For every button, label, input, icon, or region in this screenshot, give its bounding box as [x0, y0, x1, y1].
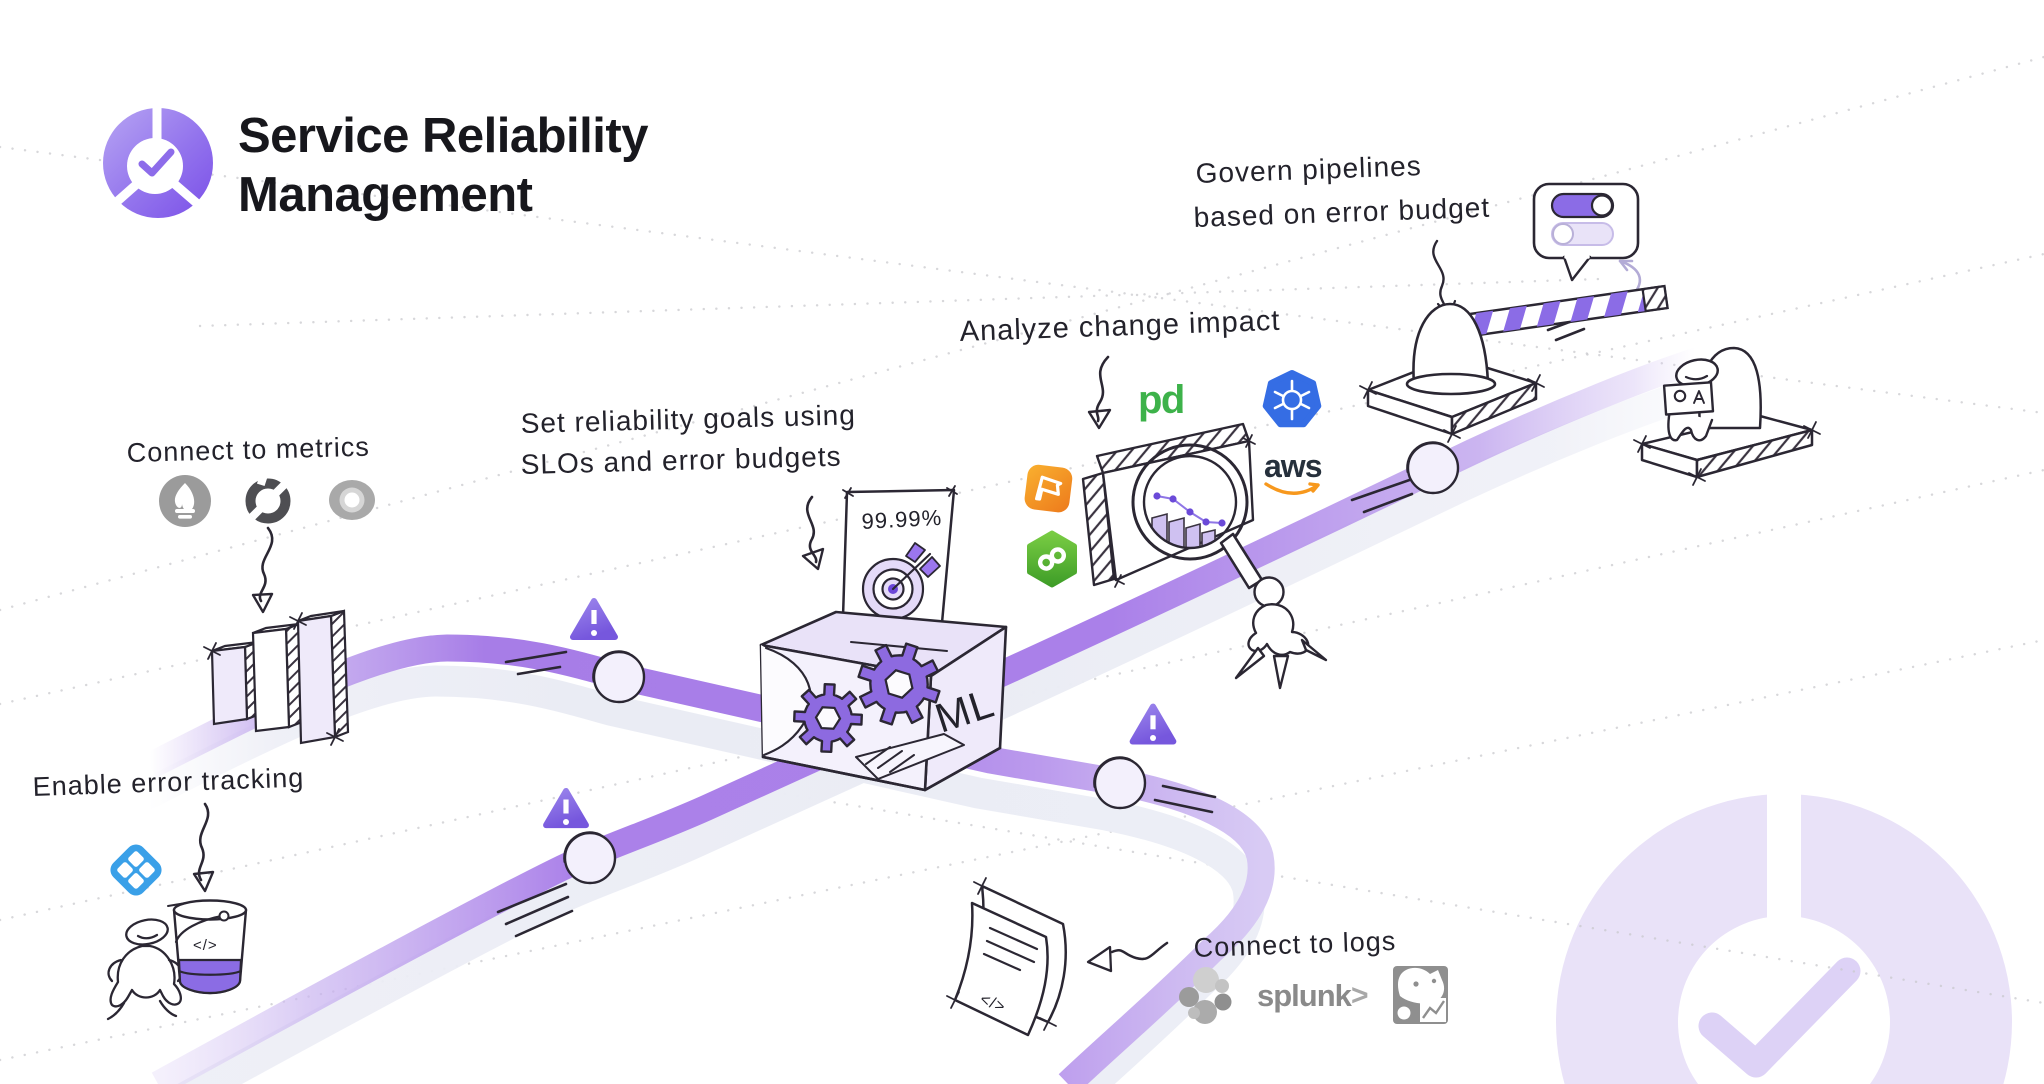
svg-text:Service Reliability: Service Reliability — [238, 109, 648, 163]
svg-text:99.99%: 99.99% — [861, 505, 943, 534]
svg-text:Connect to logs: Connect to logs — [1193, 926, 1397, 963]
svg-text:pd: pd — [1138, 378, 1184, 422]
svg-text:splunk: splunk — [1257, 978, 1353, 1013]
svg-text:</>: </> — [193, 937, 218, 954]
svg-text:Connect to metrics: Connect to metrics — [126, 432, 370, 468]
svg-text:aws: aws — [1264, 448, 1322, 484]
svg-text:Management: Management — [238, 168, 533, 222]
svg-text:>: > — [1351, 979, 1369, 1012]
